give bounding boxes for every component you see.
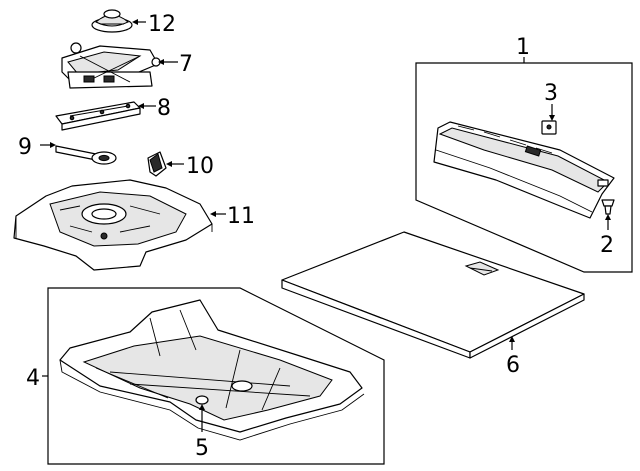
push-pin-retainer-icon[interactable] bbox=[601, 199, 615, 215]
wheel-chock-icon[interactable] bbox=[147, 151, 167, 177]
callout-9: 9 bbox=[18, 135, 32, 160]
callout-6: 6 bbox=[506, 353, 520, 378]
callout-1: 1 bbox=[516, 35, 530, 60]
callout-5: 5 bbox=[195, 436, 209, 461]
drain-plug-icon[interactable] bbox=[195, 395, 209, 405]
callout-12: 12 bbox=[148, 12, 176, 37]
load-floor-panel-icon[interactable] bbox=[281, 231, 585, 359]
lug-wrench-icon[interactable] bbox=[55, 145, 117, 165]
callout-4: 4 bbox=[26, 366, 40, 391]
callout-3: 3 bbox=[544, 81, 558, 106]
spare-wheel-tub-insulator-icon[interactable] bbox=[59, 299, 365, 441]
callout-11: 11 bbox=[227, 204, 255, 229]
callout-8: 8 bbox=[157, 96, 171, 121]
clip-nut-icon[interactable] bbox=[541, 120, 557, 135]
part-1-group-box bbox=[415, 62, 633, 273]
scissor-jack-icon[interactable] bbox=[61, 42, 161, 89]
trunk-sill-trim-panel-icon[interactable] bbox=[433, 121, 615, 219]
part-4-group-box bbox=[47, 287, 385, 465]
callout-7: 7 bbox=[179, 52, 193, 77]
jack-base-bracket-icon[interactable] bbox=[55, 101, 141, 131]
callout-10: 10 bbox=[186, 154, 214, 179]
tool-storage-tray-icon[interactable] bbox=[13, 179, 213, 271]
callout-2: 2 bbox=[600, 233, 614, 258]
jack-handle-cap-icon[interactable] bbox=[91, 9, 133, 33]
